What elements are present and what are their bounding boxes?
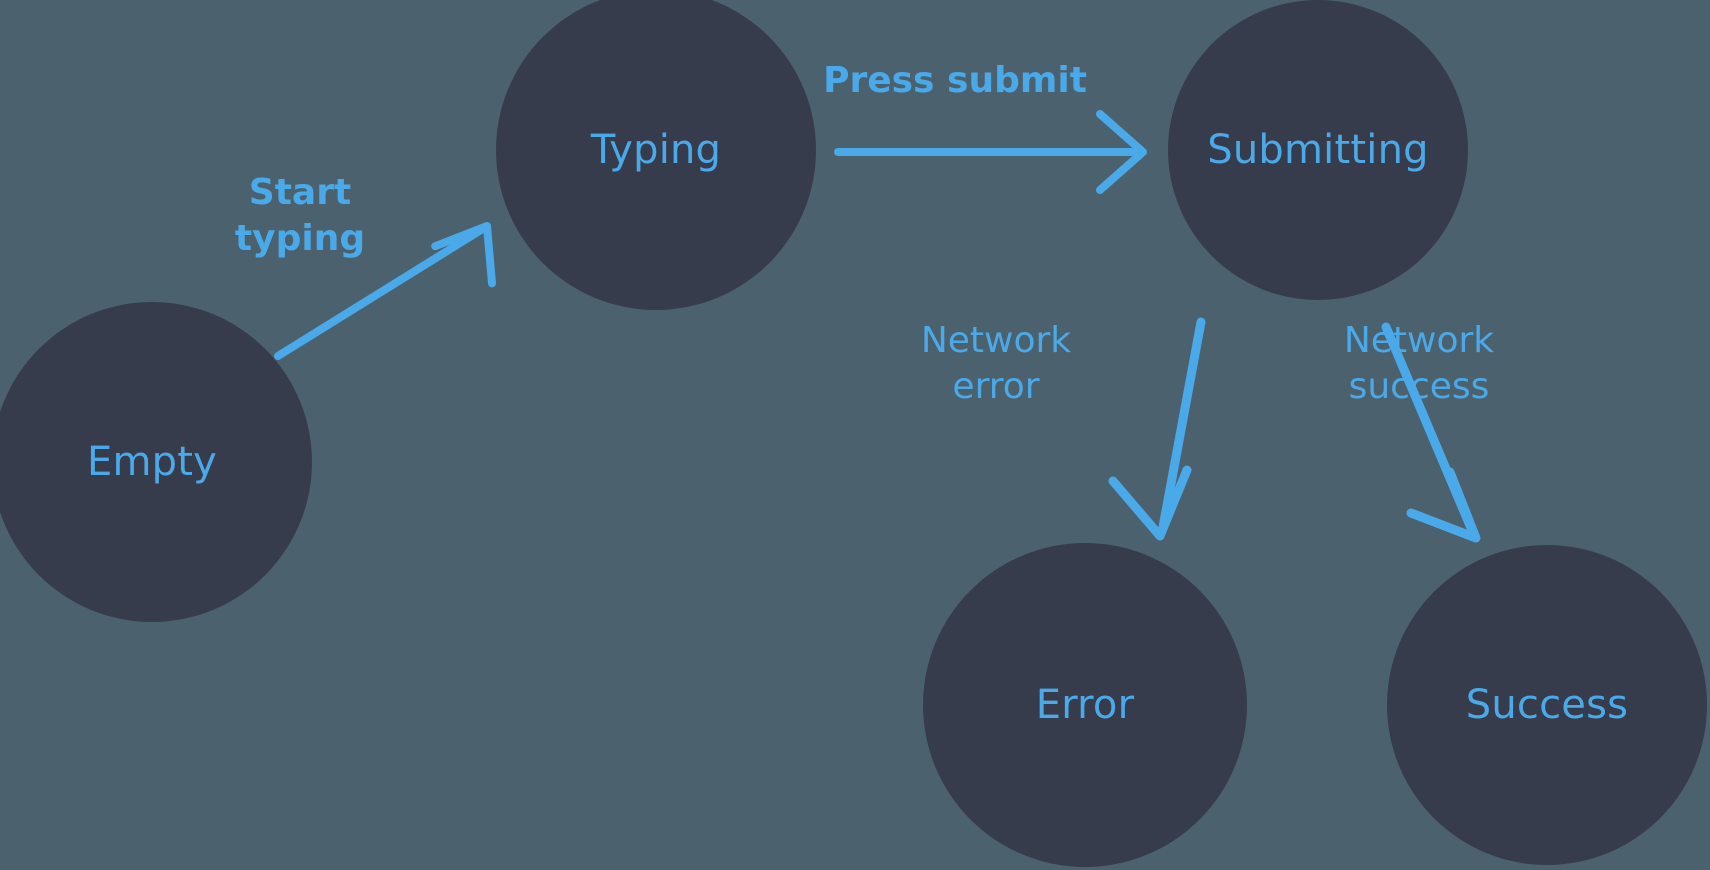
- state-label-typing: Typing: [590, 127, 722, 173]
- edge-line-network-error: [1158, 317, 1206, 532]
- edge-label-network-success: Network success: [1343, 320, 1495, 408]
- edge-press-submit: [834, 110, 1147, 194]
- state-node-submitting[interactable]: Submitting: [1168, 0, 1468, 300]
- state-label-success: Success: [1465, 682, 1629, 728]
- edge-label-network-error: Network error: [920, 320, 1072, 408]
- arrowhead-network-error: [1108, 465, 1192, 541]
- edge-label-start-typing: Start typing: [234, 172, 366, 260]
- state-label-submitting: Submitting: [1207, 127, 1429, 173]
- state-node-typing[interactable]: Typing: [496, 0, 816, 310]
- edge-line-start-typing: [274, 226, 485, 360]
- edge-network-error: [1108, 317, 1206, 541]
- state-label-empty: Empty: [87, 439, 217, 485]
- edge-label-press-submit: Press submit: [823, 60, 1087, 101]
- edge-network-success: [1381, 322, 1481, 543]
- arrowhead-network-success: [1406, 467, 1481, 543]
- arrowhead-start-typing: [431, 222, 497, 288]
- state-node-empty[interactable]: Empty: [0, 302, 312, 622]
- edge-start-typing: [274, 222, 497, 360]
- state-label-error: Error: [1035, 682, 1135, 728]
- state-node-success[interactable]: Success: [1387, 545, 1707, 865]
- state-node-error[interactable]: Error: [923, 543, 1247, 867]
- arrowhead-press-submit: [1096, 110, 1147, 194]
